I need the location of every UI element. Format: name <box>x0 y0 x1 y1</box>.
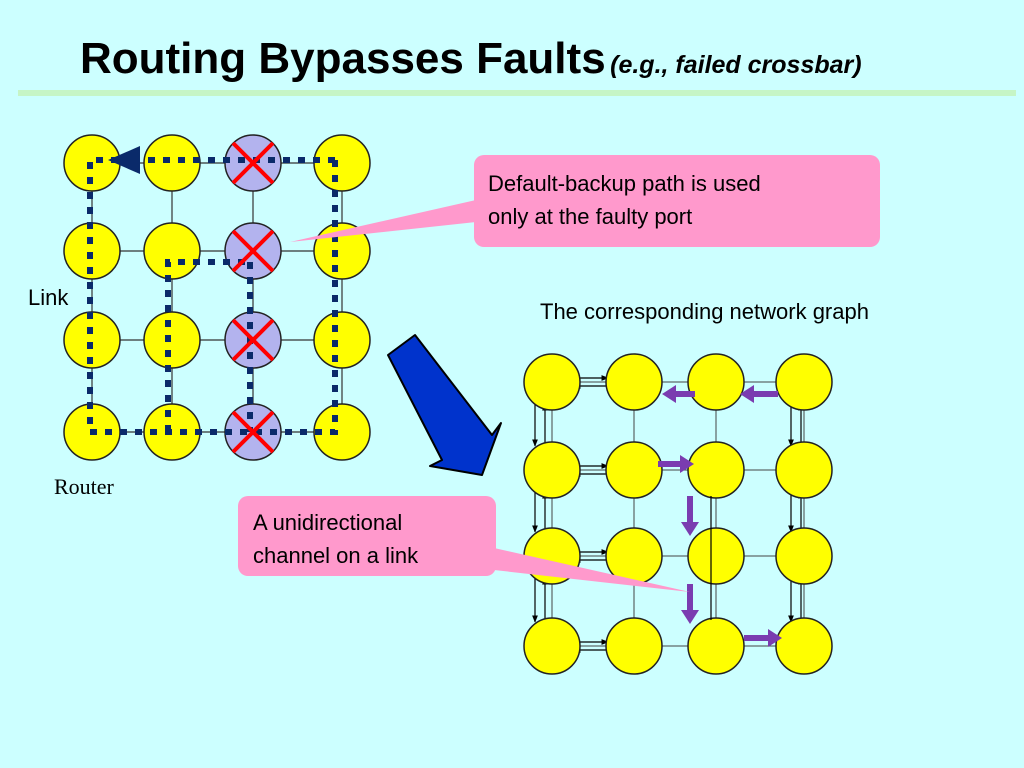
graph-node <box>605 441 663 499</box>
graph-nodes <box>523 353 833 675</box>
title-main: Routing Bypasses Faults <box>80 34 606 83</box>
callout-backup-line2: only at the faulty port <box>488 204 692 229</box>
unidirectional-channel-arrow <box>681 496 699 536</box>
unidirectional-channel-arrow <box>658 455 694 473</box>
callout-channel-line2: channel on a link <box>253 543 419 568</box>
unidirectional-channel-arrow <box>662 385 695 403</box>
callout-channel-line1: A unidirectional <box>253 510 402 535</box>
graph-node <box>523 353 581 411</box>
fault-marks <box>231 141 275 454</box>
title-divider <box>18 90 1016 96</box>
graph-links <box>551 381 805 647</box>
fault-x-mark <box>231 410 275 454</box>
unidirectional-channel-arrow <box>740 385 778 403</box>
fault-x-mark <box>231 141 275 185</box>
fault-x-mark <box>231 229 275 273</box>
mesh-routers <box>63 134 371 461</box>
router-node <box>143 222 201 280</box>
callout-backup-path: Default-backup path is used only at the … <box>290 155 880 247</box>
graph-node <box>775 527 833 585</box>
highlighted-channels <box>658 385 782 647</box>
callout-channel: A unidirectional channel on a link <box>238 496 690 592</box>
graph-node <box>523 441 581 499</box>
router-node <box>313 403 371 461</box>
graph-node <box>687 617 745 675</box>
mesh-links <box>91 162 343 433</box>
router-node <box>313 134 371 192</box>
graph-node <box>687 527 745 585</box>
unidirectional-channel-arrow <box>681 584 699 624</box>
graph-caption: The corresponding network graph <box>540 299 869 324</box>
fault-x-mark <box>231 318 275 362</box>
router-node <box>313 311 371 369</box>
title-subtitle: (e.g., failed crossbar) <box>610 51 862 79</box>
graph-node <box>523 617 581 675</box>
graph-node <box>775 353 833 411</box>
left-mesh <box>63 134 371 461</box>
graph-node <box>605 353 663 411</box>
network-graph <box>523 353 833 675</box>
graph-node <box>775 617 833 675</box>
link-label: Link <box>28 285 69 310</box>
router-label: Router <box>54 474 115 499</box>
graph-node <box>687 441 745 499</box>
graph-node <box>775 441 833 499</box>
transform-arrow <box>387 334 502 476</box>
graph-node <box>605 617 663 675</box>
backup-path-arrowhead <box>108 146 140 174</box>
graph-channels <box>532 375 804 653</box>
router-node <box>143 311 201 369</box>
graph-node <box>687 353 745 411</box>
unidirectional-channel-arrow <box>744 629 782 647</box>
page-title: Routing Bypasses Faults (e.g., failed cr… <box>80 34 1010 94</box>
backup-path <box>87 146 338 435</box>
backup-path-outer <box>87 157 338 435</box>
backup-path-detour <box>165 259 245 432</box>
callout-backup-line1: Default-backup path is used <box>488 171 761 196</box>
